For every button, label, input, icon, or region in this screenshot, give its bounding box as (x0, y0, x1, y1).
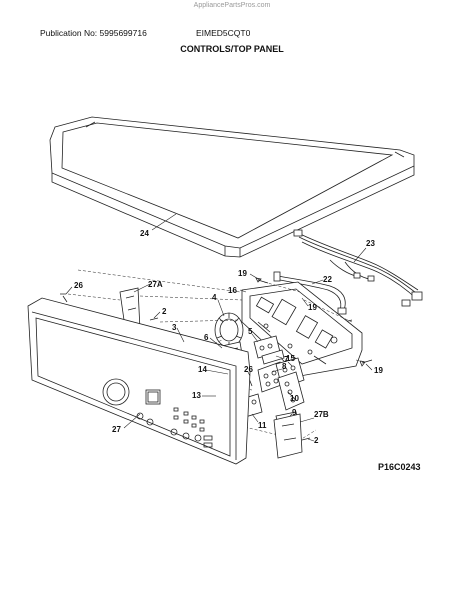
publication-number: Publication No: 5995699716 (40, 28, 147, 38)
callout-6: 6 (204, 333, 209, 342)
callout-8: 8 (282, 362, 287, 371)
callout-27A: 27A (148, 280, 163, 289)
callout-9: 9 (292, 408, 297, 417)
callout-3: 3 (172, 323, 177, 332)
callout-19-top: 19 (238, 269, 247, 278)
callout-labels: 24 23 22 19 19 19 16 26 27A 2 4 3 6 5 15… (74, 229, 383, 445)
callout-24: 24 (140, 229, 149, 238)
callout-16: 16 (228, 286, 237, 295)
screw-19-right (359, 359, 373, 367)
callout-7: 7 (284, 355, 289, 364)
top-panel (49, 116, 415, 258)
callout-14: 14 (198, 365, 207, 374)
callout-19-mid: 19 (308, 303, 317, 312)
rotary-switch (214, 312, 244, 348)
wire-harness (293, 229, 423, 307)
callout-10: 10 (290, 394, 299, 403)
screw-26-left (60, 293, 68, 303)
callout-4: 4 (212, 293, 217, 302)
callout-2-left: 2 (162, 307, 167, 316)
callout-26-left: 26 (74, 281, 83, 290)
callout-13: 13 (192, 391, 201, 400)
callout-22: 22 (323, 275, 332, 284)
light-pipe-15 (261, 349, 285, 365)
page-title: CONTROLS/TOP PANEL (180, 44, 284, 54)
callout-19-right: 19 (374, 366, 383, 375)
callout-2-right: 2 (314, 436, 319, 445)
bracket-27B (273, 413, 303, 459)
screw-2-left (149, 317, 159, 321)
callout-15: 15 (286, 354, 295, 363)
control-board (241, 281, 363, 377)
callout-26-mid: 26 (244, 365, 253, 374)
model-number: EIMED5CQT0 (196, 28, 251, 38)
callout-27B: 27B (314, 410, 329, 419)
diagram-code: P16C0243 (378, 462, 421, 472)
keypad-10 (277, 371, 305, 411)
callout-23: 23 (366, 239, 375, 248)
screw-2-right (301, 437, 311, 441)
callout-11: 11 (258, 421, 267, 430)
callout-27: 27 (112, 425, 121, 434)
watermark: AppliancePartsPros.com (193, 2, 271, 9)
leader-lines (65, 213, 373, 442)
console-panel (27, 297, 251, 465)
callout-5: 5 (248, 327, 253, 336)
